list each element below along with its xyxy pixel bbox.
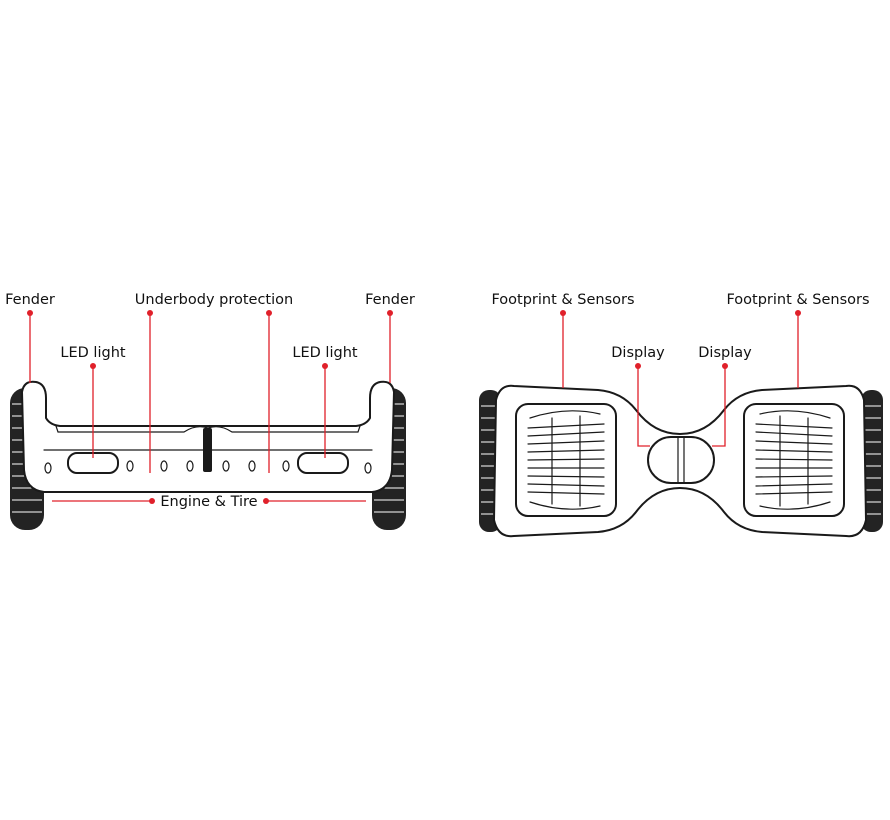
label-led-light-right: LED light	[292, 345, 357, 361]
label-led-light-left: LED light	[60, 345, 125, 361]
label-display-left: Display	[611, 345, 665, 361]
label-footprint-sensors-right: Footprint & Sensors	[726, 292, 869, 308]
footpad-right-ribs	[755, 410, 833, 510]
label-fender-right: Fender	[365, 292, 415, 308]
label-engine-tire: Engine & Tire	[160, 494, 257, 510]
label-footprint-sensors-left: Footprint & Sensors	[491, 292, 634, 308]
front-vents	[44, 460, 372, 474]
front-view: Fender Underbody protection Fender LED l…	[5, 292, 415, 530]
label-underbody-protection: Underbody protection	[135, 292, 293, 308]
footpad-left-ribs	[527, 410, 605, 510]
label-display-right: Display	[698, 345, 752, 361]
display-shape	[647, 436, 715, 484]
led-light-right-shape	[297, 452, 349, 474]
front-leaders	[27, 310, 393, 504]
label-fender-left: Fender	[5, 292, 55, 308]
top-view: Footprint & Sensors Footprint & Sensors …	[479, 292, 883, 538]
top-leaders	[560, 310, 801, 447]
